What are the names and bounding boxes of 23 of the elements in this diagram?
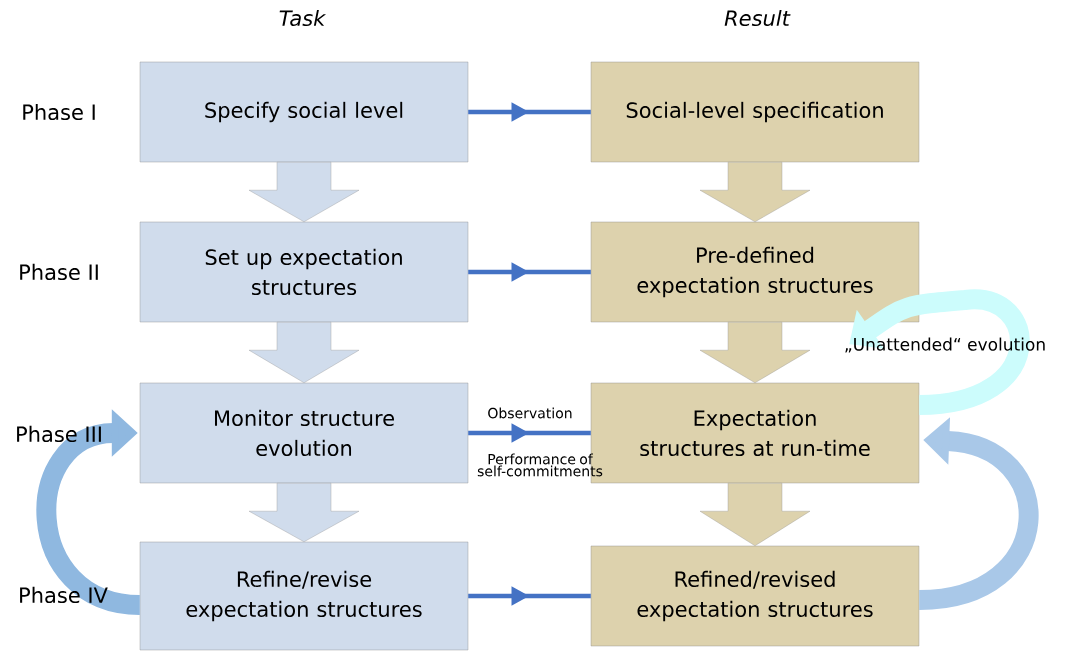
column-heading: Result (724, 9, 791, 27)
block-arrow (699, 322, 811, 383)
phase-label: Phase III (17, 425, 101, 443)
phase-label: Phase II (20, 263, 98, 281)
block-arrow (248, 162, 360, 222)
process-box: Refine/revise expectation structures (139, 541, 469, 651)
process-box: Social-level specification (590, 61, 920, 163)
process-box: Monitor structure evolution (139, 382, 469, 484)
column-heading: Task (279, 9, 326, 27)
annotation: Performance of self-commitments (477, 453, 603, 477)
block-arrow (248, 483, 360, 542)
curved-arrow (849, 289, 1030, 415)
process-box: Set up expectation structures (139, 221, 469, 323)
phase-label: Phase IV (20, 586, 108, 604)
process-box: Specify social level (139, 61, 469, 163)
block-arrow (248, 322, 360, 383)
process-box: Pre-defined expectation structures (590, 221, 920, 323)
block-arrow (699, 483, 811, 546)
phase-label: Phase I (23, 103, 95, 121)
edge-label: Observation (488, 407, 572, 419)
process-box: Refined/revised expectation structures (590, 545, 920, 647)
block-arrow (699, 162, 811, 222)
edge-label: „Unattended“ evolution (845, 337, 1045, 353)
